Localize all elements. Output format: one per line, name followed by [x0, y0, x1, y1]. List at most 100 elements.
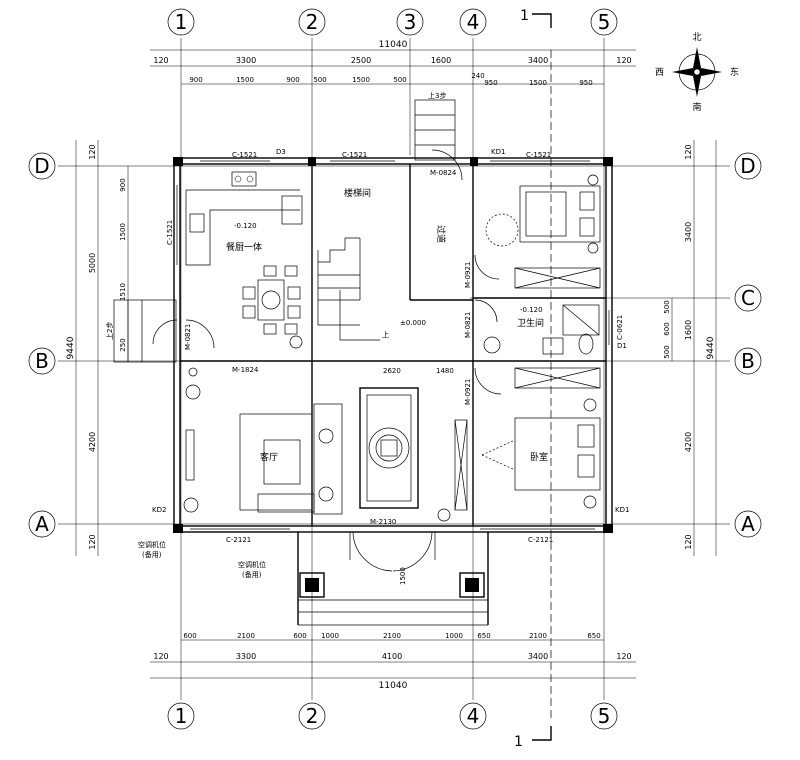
top-detail-0: 900 — [189, 76, 202, 84]
right-dimensions: 500 600 500 120 3400 1600 4200 120 9440 — [663, 140, 717, 556]
label-dim2620: 2620 — [383, 367, 401, 375]
bottom-dim-4: 120 — [616, 652, 631, 661]
label-note-b2: (备用) — [242, 570, 262, 579]
label-m0821-bath: M-0821 — [464, 312, 472, 338]
bottom-dim-3: 3400 — [528, 652, 548, 661]
top-detail-1: 1500 — [236, 76, 254, 84]
room-kitchen: 餐厨一体 — [226, 241, 262, 253]
right-detail-2: 500 — [663, 345, 671, 358]
room-living: 客厅 — [260, 451, 278, 463]
left-dim-1: 5000 — [88, 253, 97, 273]
stairs: 上 — [317, 237, 389, 341]
right-dim-0: 120 — [684, 144, 693, 159]
left-detail-0: 900 — [119, 178, 127, 191]
axis-C-right: C — [741, 286, 755, 310]
label-m0921-top: M-0921 — [464, 262, 472, 288]
axis-D-left: D — [34, 154, 49, 178]
room-stair: 楼梯间 — [344, 187, 371, 199]
bottom-detail-0: 600 — [183, 632, 196, 640]
axis-A-right: A — [741, 512, 755, 536]
bottom-detail-5: 1000 — [445, 632, 463, 640]
room-bedroom: 卧室 — [530, 451, 548, 463]
compass-south: 南 — [692, 101, 701, 113]
label-c0621: C-0621 — [616, 315, 624, 340]
top-dim-1: 3300 — [236, 56, 256, 65]
label-dim1500: 1500 — [399, 567, 407, 585]
axis-2-bottom: 2 — [306, 704, 319, 728]
room-bath: 卫生间 — [517, 317, 544, 329]
stair-up-label: 上 — [382, 330, 389, 339]
bottom-dim-2: 4100 — [382, 652, 402, 661]
up2-label: 上2步 — [105, 322, 114, 340]
top-detail-4: 1500 — [352, 76, 370, 84]
label-m0821-left: M-0821 — [184, 324, 192, 350]
top-detail-8: 1500 — [529, 79, 547, 87]
bottom-dim-1: 3300 — [236, 652, 256, 661]
top-detail-7: 950 — [484, 79, 497, 87]
top-dim-2: 2500 — [351, 56, 371, 65]
level-main: ±0.000 — [400, 319, 426, 327]
label-c1521-a: C-1521 — [232, 151, 257, 159]
label-kd1-bottom: KD1 — [615, 506, 629, 514]
top-detail-9: 950 — [579, 79, 592, 87]
door-swings — [185, 149, 502, 395]
axis-D-right: D — [740, 154, 755, 178]
top-dim-3: 1600 — [431, 56, 451, 65]
bottom-detail-7: 2100 — [529, 632, 547, 640]
left-dim-2: 4200 — [88, 432, 97, 452]
right-dim-1: 3400 — [684, 222, 693, 242]
axis-4-bottom: 4 — [467, 704, 480, 728]
right-detail-0: 500 — [663, 300, 671, 313]
section-mark-bottom: 1 — [514, 734, 523, 750]
top-detail-5: 500 — [393, 76, 406, 84]
top-dim-4: 3400 — [528, 56, 548, 65]
label-note-b: 空调机位 — [238, 560, 266, 569]
right-dim-total: 9440 — [706, 336, 716, 359]
top-dim-5: 120 — [616, 56, 631, 65]
left-dimensions: 9440 120 5000 4200 120 900 1500 1510 250 — [66, 140, 129, 556]
bottom-dim-total: 11040 — [379, 681, 408, 691]
right-dim-3: 4200 — [684, 432, 693, 452]
top-detail-6: 240 — [471, 72, 484, 80]
compass: 北 南 东 西 — [655, 32, 739, 113]
bottom-detail-4: 2100 — [383, 632, 401, 640]
bottom-detail-2: 600 — [293, 632, 306, 640]
label-kd2: KD2 — [152, 506, 166, 514]
left-dim-3: 120 — [88, 534, 97, 549]
left-detail-1: 1500 — [119, 223, 127, 241]
top-dimensions: 11040 120 3300 2500 1600 3400 120 900 15… — [150, 40, 636, 87]
bottom-detail-3: 1000 — [321, 632, 339, 640]
top-dim-total: 11040 — [379, 40, 408, 50]
top-detail-2: 900 — [286, 76, 299, 84]
rear-steps: 上3步 — [414, 91, 456, 161]
right-dim-4: 120 — [684, 534, 693, 549]
side-entry: 上2步 — [105, 299, 178, 363]
room-corridor: 过道 — [435, 225, 447, 243]
living-furniture — [183, 367, 468, 522]
bottom-dim-0: 120 — [153, 652, 168, 661]
axis-B-right: B — [741, 349, 755, 373]
left-detail-2: 1510 — [119, 283, 127, 301]
bottom-detail-1: 2100 — [237, 632, 255, 640]
compass-north: 北 — [692, 32, 701, 43]
right-detail-1: 600 — [663, 322, 671, 335]
axis-1-top: 1 — [175, 10, 188, 34]
label-c1521-c: C-1521 — [526, 151, 551, 159]
walls — [173, 157, 613, 533]
compass-east: 东 — [730, 66, 739, 78]
label-c2121-right: C-2121 — [528, 536, 553, 544]
axis-3-top: 3 — [404, 10, 417, 34]
kitchen-furniture — [185, 171, 303, 349]
axis-A-left: A — [35, 512, 49, 536]
axis-5-top: 5 — [598, 10, 611, 34]
axis-bubbles: 1 2 3 4 5 1 2 4 5 D B A D C B A — [28, 8, 762, 730]
axis-B-left: B — [35, 349, 49, 373]
left-dim-total: 9440 — [66, 336, 76, 359]
label-dim1480: 1480 — [436, 367, 454, 375]
up3-label: 上3步 — [428, 91, 446, 100]
bottom-dimensions: 600 2100 600 1000 2100 1000 650 2100 650… — [150, 632, 636, 691]
label-kd1-top: KD1 — [491, 148, 505, 156]
plan-labels: C-1521 D3 C-1521 M-0824 KD1 C-1521 C-152… — [138, 148, 629, 585]
label-m2130: M-2130 — [370, 518, 396, 526]
